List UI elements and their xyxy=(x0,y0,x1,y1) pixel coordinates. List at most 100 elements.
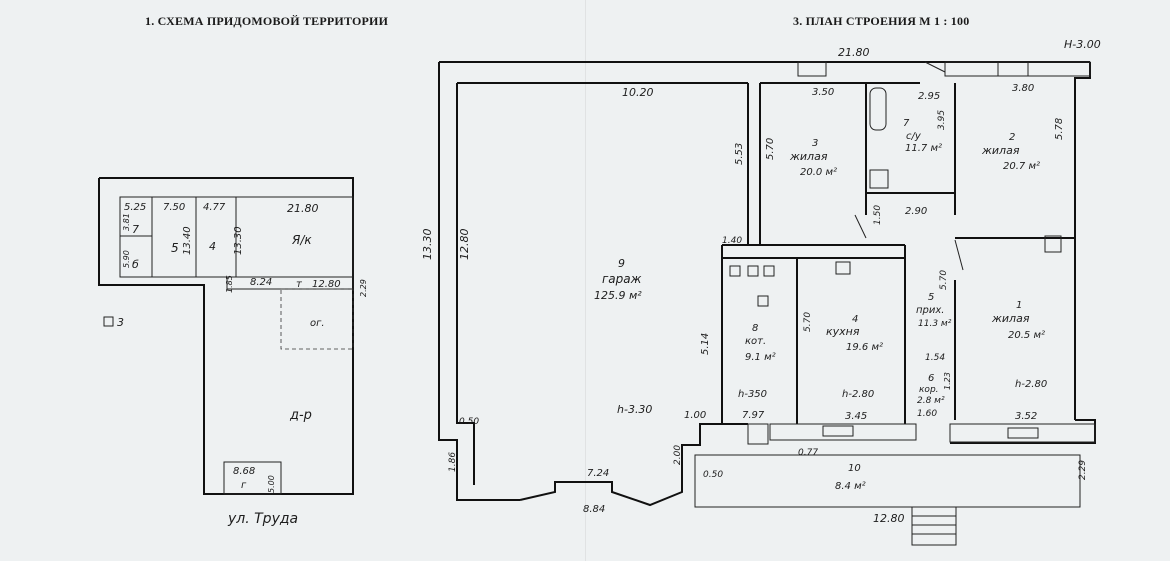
plan-stairs xyxy=(911,506,957,546)
room-8-label: 8 кот. 9.1 м² xyxy=(745,323,776,363)
site-dim: 12.80 xyxy=(312,279,341,290)
plan-dim: h-2.80 xyxy=(1015,379,1047,390)
plan-dim: 5.70 xyxy=(803,312,813,332)
room-name: кот. xyxy=(745,336,766,347)
site-dim: 8.68 xyxy=(233,466,255,477)
room-2-label: 2 жилая 20.7 м² xyxy=(981,132,1040,172)
room-9-label: 9 гараж 125.9 м² xyxy=(594,257,642,302)
plan-dim: 3.52 xyxy=(1015,411,1037,422)
plan-dim: 1.54 xyxy=(925,353,945,363)
room-area: 19.6 м² xyxy=(846,342,883,353)
room-name: с/у xyxy=(906,131,922,142)
site-dim: 1.85 xyxy=(225,275,234,293)
plan-dim: 3.45 xyxy=(845,411,867,422)
room-number: 8 xyxy=(752,323,758,334)
plan-dim: 1.86 xyxy=(448,452,458,472)
room-name: жилая xyxy=(981,144,1020,157)
room-area: 20.0 м² xyxy=(800,167,837,178)
site-label: б xyxy=(132,258,139,271)
site-label: д-р xyxy=(289,408,312,423)
plan-dim: 2.29 xyxy=(1078,460,1088,480)
site-dim: 7.50 xyxy=(163,202,185,213)
plan-dim: 3.95 xyxy=(937,110,947,130)
site-dim: 13.40 xyxy=(182,226,193,255)
room-name: прих. xyxy=(916,305,944,316)
plan-wall-segment xyxy=(747,423,769,445)
room-number: 3 xyxy=(812,138,818,149)
plan-wall-right-bottom xyxy=(950,419,1096,444)
plan-dim: h-2.80 xyxy=(842,389,874,400)
plan-dim: 2.00 xyxy=(673,445,683,465)
plan-dim: 0.50 xyxy=(459,417,479,427)
site-dim: 21.80 xyxy=(287,202,319,215)
plan-stove-burner xyxy=(729,265,741,277)
room-name: жилая xyxy=(991,312,1030,325)
plan-dim: 10.20 xyxy=(622,86,654,99)
room-number: 9 xyxy=(618,257,625,270)
plan-dim: 5.53 xyxy=(734,143,745,165)
plan-kitchen-stove xyxy=(835,261,851,275)
room-number: 7 xyxy=(903,118,910,129)
plan-door xyxy=(954,239,964,271)
room-number: 6 xyxy=(928,373,934,384)
room-4-label: 4 кухня 19.6 м² xyxy=(826,314,883,353)
site-object-3-marker xyxy=(103,316,114,327)
plan-outer-wall-right xyxy=(1074,62,1091,420)
room-number: 2 xyxy=(1009,132,1015,143)
plan-window xyxy=(822,425,854,437)
plan-stove-burner xyxy=(747,265,759,277)
site-dim: 5.00 xyxy=(267,475,276,493)
room-name: гараж xyxy=(602,272,642,286)
site-dim: 4.77 xyxy=(203,202,226,213)
site-dim: 2.29 xyxy=(359,279,368,297)
site-label: г xyxy=(241,480,247,491)
room-number: 10 xyxy=(848,463,861,474)
room-area: 9.1 м² xyxy=(745,352,776,363)
plan-dim: 3.50 xyxy=(812,87,834,98)
plan-window xyxy=(1007,427,1039,439)
plan-dim: 13.30 xyxy=(421,229,434,261)
plan-dim: h-350 xyxy=(738,389,767,400)
plan-bathtub xyxy=(869,87,887,131)
room-5-label: 5 прих. 11.3 м² xyxy=(916,292,952,329)
room-area: 20.5 м² xyxy=(1008,330,1045,341)
plan-dim: 1.00 xyxy=(684,410,706,421)
site-label: 7 xyxy=(132,223,139,236)
building-plan-title: 3. ПЛАН СТРОЕНИЯ М 1 : 100 xyxy=(793,14,970,28)
plan-dim: 1.50 xyxy=(873,205,883,225)
plan-dim: 7.97 xyxy=(742,410,765,421)
plan-dim: 5.14 xyxy=(700,333,711,355)
plan-outer-wall-left xyxy=(438,62,520,501)
plan-dim: 1.23 xyxy=(943,372,952,390)
plan-dim: 1.60 xyxy=(917,409,937,419)
room-7-label: 7 с/у 11.7 м² xyxy=(903,118,942,154)
site-garden-outline xyxy=(280,288,354,350)
site-label: т xyxy=(296,279,303,290)
room-10-label: 10 8.4 м² xyxy=(835,463,866,492)
plan-wall-segment xyxy=(944,61,1091,77)
plan-dim: 1.40 xyxy=(722,236,742,246)
plan-dim: 0.77 xyxy=(798,448,818,458)
site-label: ог. xyxy=(310,318,325,329)
plan-boiler xyxy=(757,295,769,307)
plan-door xyxy=(854,214,867,239)
plan-chimney xyxy=(1044,235,1062,253)
street-name: ул. Труда xyxy=(227,511,298,527)
plan-inner-wall-left xyxy=(456,83,475,485)
plan-dim: Н-3.00 xyxy=(1064,38,1101,51)
plan-dim: 12.80 xyxy=(873,512,905,525)
plan-wall-bottom xyxy=(769,423,917,441)
site-label: Я/к xyxy=(291,233,312,247)
site-label: 4 xyxy=(209,240,216,253)
site-dim: 3.81 xyxy=(122,213,131,231)
room-area: 125.9 м² xyxy=(594,289,642,302)
plan-terrace-10 xyxy=(694,454,1081,508)
room-number: 4 xyxy=(852,314,858,325)
plan-stove-burner xyxy=(763,265,775,277)
plan-window xyxy=(797,61,827,77)
room-area: 8.4 м² xyxy=(835,481,866,492)
site-scheme-title: 1. СХЕМА ПРИДОМОВОЙ ТЕРРИТОРИИ xyxy=(145,14,389,28)
plan-door xyxy=(924,61,946,73)
